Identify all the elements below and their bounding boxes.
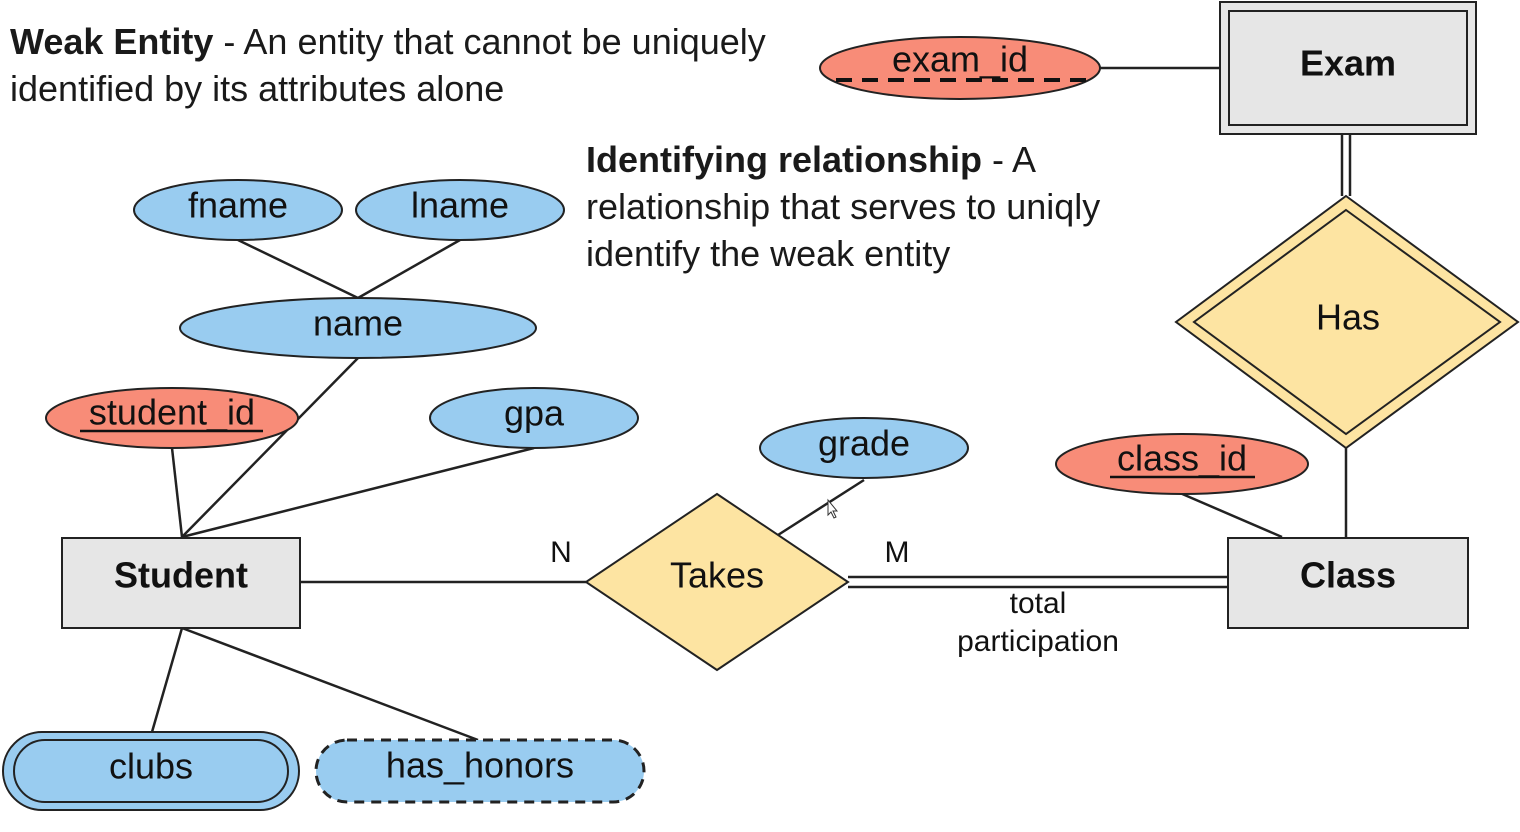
relationship-takes[interactable]: Takes bbox=[584, 492, 850, 672]
entity-exam[interactable]: Exam bbox=[1219, 1, 1477, 135]
line-studentid-student bbox=[170, 447, 184, 538]
student-rect bbox=[61, 537, 301, 629]
name-label: name bbox=[313, 303, 403, 344]
line-student-clubs bbox=[150, 627, 184, 733]
line-name-student bbox=[181, 357, 359, 538]
fname-label: fname bbox=[188, 185, 288, 226]
grade-ellipse bbox=[759, 417, 969, 479]
class-id-ellipse bbox=[1055, 433, 1309, 495]
attribute-student-id[interactable]: student_id bbox=[45, 387, 299, 449]
attribute-gpa[interactable]: gpa bbox=[429, 387, 639, 449]
line-lname-name bbox=[357, 238, 461, 300]
relationship-has[interactable]: Has bbox=[1174, 194, 1520, 450]
entity-class[interactable]: Class bbox=[1227, 537, 1469, 629]
attribute-has-honors[interactable]: has_honors bbox=[314, 738, 646, 804]
entity-student[interactable]: Student bbox=[61, 537, 301, 629]
exam-id-ellipse bbox=[819, 36, 1101, 100]
weak-entity-note: Weak Entity - An entity that cannot be u… bbox=[10, 18, 770, 112]
takes-label: Takes bbox=[670, 555, 764, 596]
identifying-relationship-term: Identifying relationship bbox=[586, 139, 983, 180]
attribute-class-id[interactable]: class_id bbox=[1055, 433, 1309, 495]
has-honors-dashed-shape bbox=[314, 738, 646, 804]
has-honors-label: has_honors bbox=[386, 745, 574, 786]
exam-id-label: exam_id bbox=[892, 39, 1028, 80]
has-label: Has bbox=[1316, 297, 1380, 338]
has-inner-diamond bbox=[1192, 208, 1502, 436]
attribute-clubs[interactable]: clubs bbox=[2, 731, 300, 811]
attribute-exam-id[interactable]: exam_id bbox=[819, 36, 1101, 100]
attribute-name[interactable]: name bbox=[179, 297, 537, 359]
has-outer-diamond bbox=[1174, 194, 1520, 450]
cardinality-m: M bbox=[885, 536, 910, 569]
name-ellipse bbox=[179, 297, 537, 359]
line-fname-name bbox=[237, 238, 359, 300]
line-classid-class bbox=[1179, 491, 1283, 539]
exam-outer-rect bbox=[1219, 1, 1477, 135]
double-lines bbox=[848, 134, 1352, 589]
class-id-label: class_id bbox=[1117, 438, 1247, 479]
attribute-lname[interactable]: lname bbox=[355, 179, 565, 241]
identifying-relationship-note: Identifying relationship - A relationshi… bbox=[586, 136, 1206, 277]
clubs-label: clubs bbox=[109, 746, 193, 787]
cardinality-n: N bbox=[550, 536, 572, 569]
clubs-outer-shape bbox=[2, 731, 300, 811]
total-participation-line1: total bbox=[1010, 587, 1067, 620]
weak-entity-term: Weak Entity bbox=[10, 21, 214, 62]
exam-inner-rect bbox=[1228, 10, 1468, 126]
student-label: Student bbox=[114, 555, 248, 596]
grade-label: grade bbox=[818, 423, 910, 464]
line-grade-takes bbox=[777, 478, 865, 537]
class-label: Class bbox=[1300, 555, 1396, 596]
line-gpa-student bbox=[181, 446, 535, 539]
student-id-ellipse bbox=[45, 387, 299, 449]
gpa-ellipse bbox=[429, 387, 639, 449]
student-id-label: student_id bbox=[89, 392, 255, 433]
gpa-label: gpa bbox=[504, 393, 565, 434]
lname-ellipse bbox=[355, 179, 565, 241]
cursor-icon bbox=[827, 498, 839, 519]
identifying-relationship-definition: - A relationship that serves to uniqly i… bbox=[586, 139, 1101, 274]
attribute-grade[interactable]: grade bbox=[759, 417, 969, 479]
class-rect bbox=[1227, 537, 1469, 629]
takes-diamond bbox=[584, 492, 850, 672]
exam-label: Exam bbox=[1300, 43, 1396, 84]
weak-entity-definition: - An entity that cannot be uniquely iden… bbox=[10, 21, 766, 109]
attribute-fname[interactable]: fname bbox=[133, 179, 343, 241]
lname-label: lname bbox=[411, 185, 509, 226]
connector-lines bbox=[150, 66, 1348, 742]
line-student-hashonors bbox=[181, 626, 479, 742]
clubs-inner-shape bbox=[13, 739, 289, 803]
total-participation-line2: participation bbox=[957, 625, 1119, 658]
fname-ellipse bbox=[133, 179, 343, 241]
